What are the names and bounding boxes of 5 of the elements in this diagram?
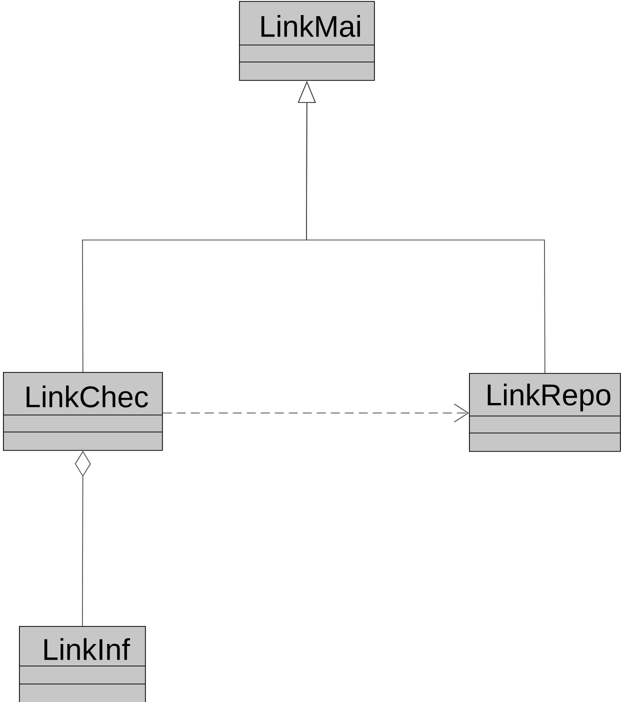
class-box: LinkRepo <box>468 373 621 452</box>
class-box: LinkInf <box>18 626 146 702</box>
class-box: LinkChec <box>2 372 163 451</box>
class-box: LinkMai <box>238 1 375 81</box>
arrow <box>162 404 469 422</box>
